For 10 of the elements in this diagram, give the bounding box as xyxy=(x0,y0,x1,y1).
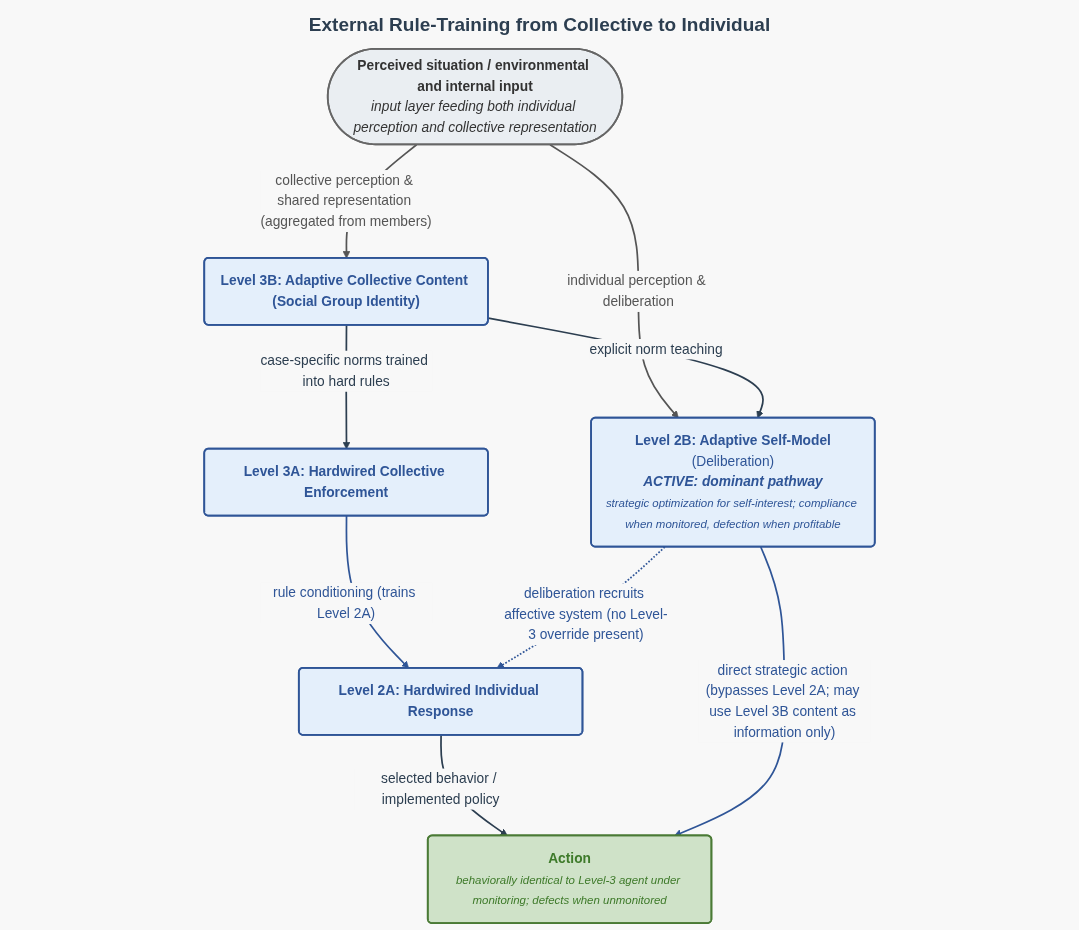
edge-label: deliberation recruits affective system (no Level-3 override present) xyxy=(504,585,668,642)
edge-label: case-specific norms trained into hard rules xyxy=(260,353,428,389)
diagram-title: External Rule-Training from Collective to Individual xyxy=(308,14,771,36)
edge-label: direct strategic action (bypasses Level 2A; may use Level 3B content as information only) xyxy=(705,662,860,740)
edge-label: rule conditioning (trains Level 2A) xyxy=(273,585,416,621)
arrow xyxy=(487,317,765,419)
edge-label: selected behavior / implemented policy xyxy=(381,770,500,807)
edge-label: explicit norm teaching xyxy=(589,341,723,357)
edge-label: individual perception & deliberation xyxy=(567,273,706,309)
edge-label: collective perception & shared representation (aggregated from members) xyxy=(260,172,432,229)
